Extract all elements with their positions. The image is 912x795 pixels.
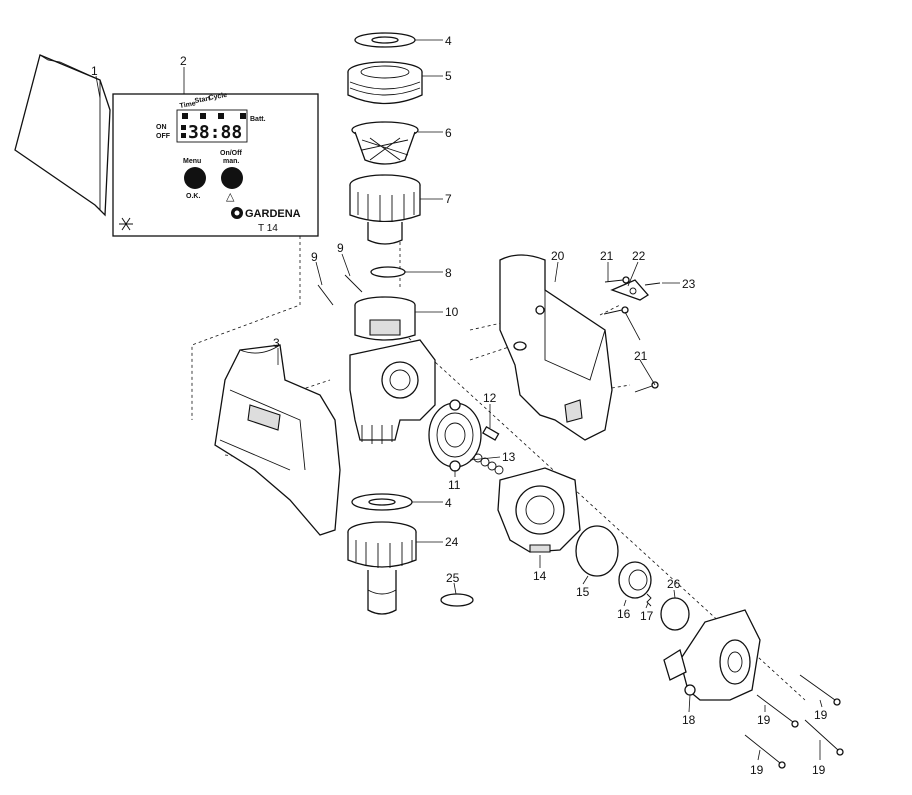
label-19-b: 19 (757, 713, 771, 727)
label-26: 26 (667, 577, 681, 591)
label-11: 11 (448, 478, 461, 492)
label-5: 5 (445, 69, 452, 83)
part-11-membrane (428, 399, 482, 472)
part-20-housing (499, 254, 613, 441)
label-3: 3 (273, 336, 280, 350)
mode-label-time: Time (179, 100, 196, 110)
label-4-top: 4 (445, 34, 452, 48)
time-display: 38:88 (188, 122, 242, 143)
part-18-solenoid-housing (663, 609, 761, 701)
label-2: 2 (180, 54, 187, 68)
label-21-bottom: 21 (634, 349, 648, 363)
label-7: 7 (445, 192, 452, 206)
part-4-washer-top (354, 32, 416, 48)
part-2-control-panel: Time Start Cycle Batt. ON OFF 38:88 Menu… (112, 92, 319, 237)
part-4-washer-bottom (351, 493, 413, 511)
label-1: 1 (91, 64, 98, 78)
label-16: 16 (617, 607, 631, 621)
part-7-adapter (349, 174, 421, 245)
label-25: 25 (446, 571, 460, 585)
label-12: 12 (483, 391, 497, 405)
label-9-right: 9 (337, 241, 344, 255)
label-13: 13 (502, 450, 516, 464)
part-6-filter (351, 121, 419, 165)
part-12-screw (482, 426, 500, 441)
menu-button[interactable] (184, 167, 206, 189)
onoff-button[interactable] (221, 167, 243, 189)
part-1-cover (14, 54, 111, 217)
label-4-bottom: 4 (445, 496, 452, 510)
label-9-left: 9 (311, 250, 318, 264)
part-8-o-ring (370, 266, 406, 278)
part-13-spring (473, 453, 504, 475)
label-18: 18 (682, 713, 696, 727)
part-25-o-ring (440, 593, 474, 607)
part-19-screws (744, 674, 844, 769)
label-19-c: 19 (750, 763, 764, 777)
label-19-d: 19 (812, 763, 826, 777)
part-23-screw (644, 282, 661, 286)
label-20: 20 (551, 249, 565, 263)
label-17: 17 (640, 609, 654, 623)
leader-lines (95, 39, 823, 761)
part-17-spring (646, 593, 652, 607)
part-9-pins (317, 274, 363, 306)
mode-label-cycle: Cycle (208, 92, 228, 102)
label-22: 22 (632, 249, 646, 263)
part-15-o-ring (575, 525, 619, 577)
part-14-valve-cover (497, 467, 581, 553)
valve-body (349, 339, 436, 444)
snowflake-icon (119, 217, 133, 231)
part-5-nut (347, 61, 423, 105)
on-label: ON (156, 124, 167, 131)
part-3-housing (214, 344, 341, 536)
battery-label: Batt. (250, 116, 266, 123)
brand-name: GARDENA (245, 208, 301, 220)
mode-label-start: Start (194, 95, 212, 105)
label-10: 10 (445, 305, 459, 319)
model-name: T 14 (258, 223, 278, 234)
ok-label: O.K. (186, 193, 200, 200)
label-15: 15 (576, 585, 590, 599)
label-6: 6 (445, 126, 452, 140)
part-22-bracket (610, 279, 649, 301)
label-21-top: 21 (600, 249, 614, 263)
part-number-labels: 1 2 3 4 5 6 7 8 9 9 10 11 12 13 4 24 25 … (91, 34, 828, 777)
off-label: OFF (156, 133, 171, 140)
part-26-cap (660, 597, 690, 631)
triangle-icon: △ (226, 190, 235, 203)
label-14: 14 (533, 569, 547, 583)
menu-label: Menu (183, 158, 201, 165)
label-8: 8 (445, 266, 452, 280)
part-24-coupling (347, 521, 417, 615)
label-24: 24 (445, 535, 459, 549)
onoff-label: On/Off (220, 150, 242, 157)
manual-label: man. (223, 158, 239, 165)
label-19-a: 19 (814, 708, 828, 722)
part-10-sleeve (354, 296, 416, 341)
part-16-plunger-seal (618, 561, 652, 599)
gardena-logo-icon (231, 207, 243, 219)
label-23: 23 (682, 277, 696, 291)
